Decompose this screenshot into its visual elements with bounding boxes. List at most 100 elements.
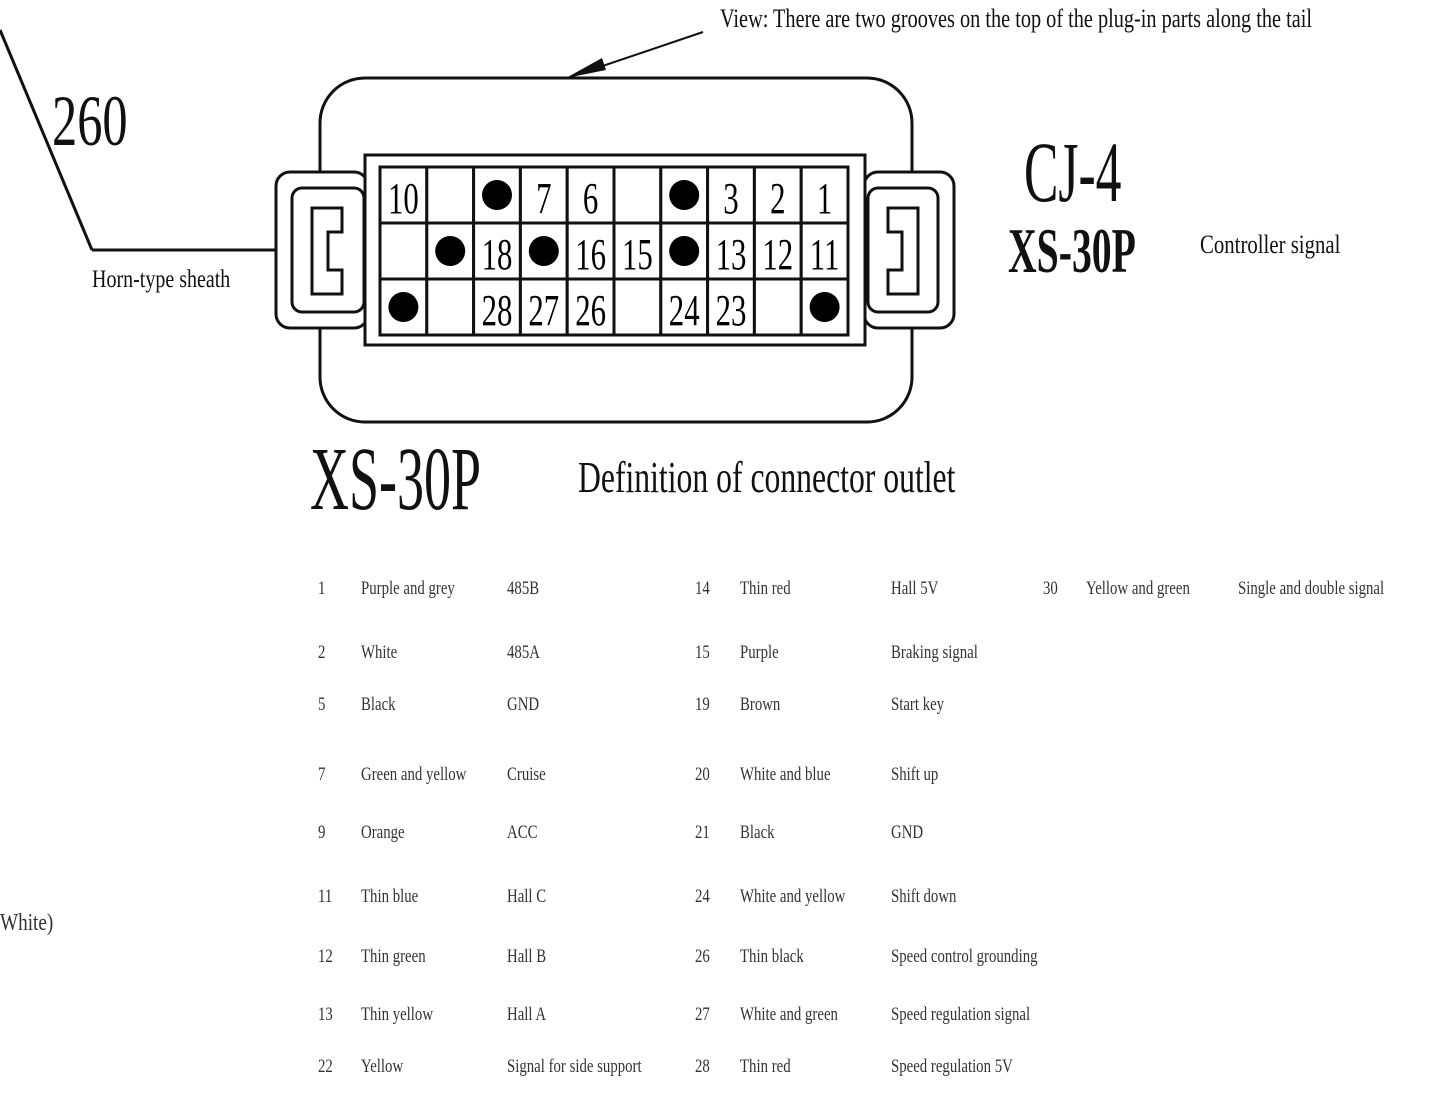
pin-table-color: Thin red: [740, 578, 791, 599]
pin-number: 2: [770, 175, 785, 224]
pin-number: 16: [575, 231, 606, 280]
pin-number: 11: [810, 231, 840, 280]
left-edge-fragment: White): [0, 910, 54, 936]
pin-table-signal: Speed control grounding: [891, 946, 1038, 967]
pin-table-pin: 28: [695, 1056, 710, 1077]
pin-table-color: Black: [361, 694, 396, 715]
pin-table-color: Purple and grey: [361, 578, 455, 599]
pin-table-color: Black: [740, 822, 775, 843]
pin-table-pin: 11: [318, 886, 333, 907]
pin-cell: [752, 221, 803, 281]
pin-table-signal: 485B: [507, 578, 540, 599]
pin-table-color: Thin green: [361, 946, 426, 967]
controller-signal-label: Controller signal: [1200, 230, 1341, 259]
pin-table-signal: Start key: [891, 694, 945, 715]
pin-cell: [565, 165, 616, 225]
pin-table-color: White and yellow: [740, 886, 846, 907]
pin-number: 26: [575, 287, 606, 336]
pin-table-color: Thin yellow: [361, 1004, 434, 1025]
pin-table-pin: 20: [695, 764, 710, 785]
pin-table-pin: 5: [318, 694, 326, 715]
pin-table-pin: 9: [318, 822, 326, 843]
pin-table-color: Brown: [740, 694, 781, 715]
plugged-pin-dot-icon: [435, 236, 466, 266]
pin-table-pin: 7: [318, 764, 326, 785]
left-latch: [274, 170, 370, 330]
right-latch: [862, 170, 956, 330]
pin-number: 13: [716, 231, 747, 280]
pin-table-pin: 12: [318, 946, 333, 967]
pin-number: 23: [716, 287, 747, 336]
pin-table-color: Yellow and green: [1086, 578, 1190, 599]
pin-table-signal: Signal for side support: [507, 1056, 642, 1077]
view-note: View: There are two grooves on the top o…: [720, 4, 1313, 33]
pin-table-color: Green and yellow: [361, 764, 467, 785]
pin-table-pin: 1: [318, 578, 326, 599]
pin-table-color: White and blue: [740, 764, 831, 785]
pin-table-signal: Speed regulation 5V: [891, 1056, 1013, 1077]
plugged-pin-dot-icon: [669, 236, 700, 266]
pin-table-signal: Cruise: [507, 764, 546, 785]
pin-cell: [425, 277, 476, 337]
pin-cell: [472, 165, 522, 225]
pin-cell: [518, 277, 569, 337]
pin-table-pin: 15: [695, 642, 710, 663]
plugged-pin-dot-icon: [669, 180, 700, 210]
cj4-label: CJ-4: [1024, 124, 1122, 220]
pin-table-signal: Shift down: [891, 886, 957, 907]
pin-table-signal: Hall A: [507, 1004, 547, 1025]
pin-table-color: White: [361, 642, 398, 663]
pin-table-signal: 485A: [507, 642, 540, 663]
plugged-pin-dot-icon: [809, 292, 840, 322]
pin-table-signal: Hall 5V: [891, 578, 939, 599]
pin-cell: [472, 277, 522, 337]
pin-number: 1: [817, 175, 832, 224]
pin-cell: [612, 277, 663, 337]
pin-table-signal: Hall B: [507, 946, 547, 967]
plugged-pin-dot-icon: [482, 180, 512, 210]
xs30p-right-label: XS-30P: [1008, 215, 1136, 286]
pin-cell: [752, 277, 803, 337]
pin-table-pin: 30: [1043, 578, 1058, 599]
pin-table-signal: Single and double signal: [1238, 578, 1385, 599]
pin-cell: [799, 221, 850, 281]
pin-table-color: Thin blue: [361, 886, 419, 907]
horn-sheath-label: Horn-type sheath: [92, 266, 231, 293]
pin-cell: [612, 165, 663, 225]
pin-number: 10: [388, 175, 419, 224]
pin-number: 3: [723, 175, 738, 224]
pin-table-signal: GND: [891, 822, 924, 843]
xs30p-bottom-label: XS-30P: [310, 430, 482, 529]
pin-number: 28: [482, 287, 513, 336]
pin-table-pin: 26: [695, 946, 710, 967]
pin-number: 6: [583, 175, 598, 224]
pin-number: 7: [536, 175, 551, 224]
pin-table-color: White and green: [740, 1004, 838, 1025]
pin-table-color: Thin black: [740, 946, 804, 967]
definition-title: Definition of connector outlet: [578, 453, 956, 502]
pin-cell: [425, 165, 476, 225]
pin-table-signal: Braking signal: [891, 642, 978, 663]
plugged-pin-dot-icon: [528, 236, 559, 266]
pin-table-pin: 19: [695, 694, 710, 715]
plugged-pin-dot-icon: [388, 292, 419, 322]
pin-cell: [659, 277, 710, 337]
pin-number: 12: [762, 231, 793, 280]
pin-table-signal: ACC: [507, 822, 538, 843]
dimension-label: 260: [52, 81, 128, 161]
pin-number: 27: [528, 287, 559, 336]
pin-number: 15: [622, 231, 653, 280]
pin-table-signal: GND: [507, 694, 540, 715]
pin-number: 18: [482, 231, 513, 280]
pin-table-color: Orange: [361, 822, 405, 843]
dimension-line: [0, 29, 94, 251]
arrow-head-icon: [566, 58, 606, 78]
pin-table-pin: 21: [695, 822, 710, 843]
pin-table-signal: Hall C: [507, 886, 547, 907]
pin-table-pin: 14: [695, 578, 710, 599]
pin-table-pin: 13: [318, 1004, 333, 1025]
pin-table-color: Yellow: [361, 1056, 404, 1077]
pin-table-color: Purple: [740, 642, 779, 663]
